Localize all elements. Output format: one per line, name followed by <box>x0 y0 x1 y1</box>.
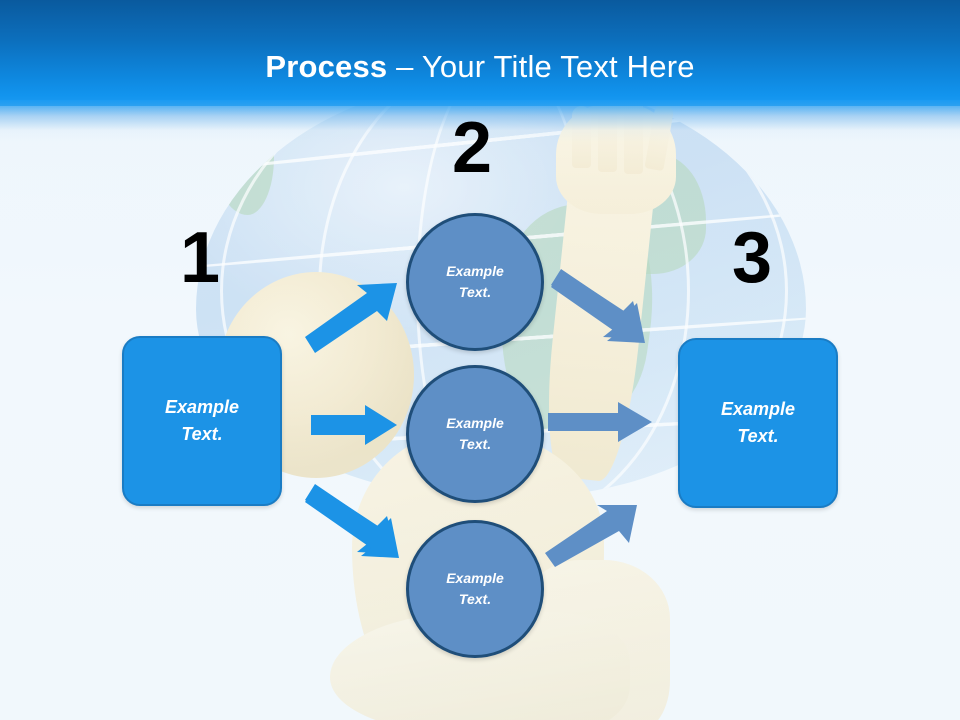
process-circle-middle[interactable]: Example Text. <box>406 365 544 503</box>
title-bar-fade <box>0 100 960 142</box>
arrow-bottom-to-right <box>545 505 641 567</box>
page-title: Process – Your Title Text Here <box>0 48 960 86</box>
step-number-1: 1 <box>179 218 221 298</box>
step-number-3: 3 <box>731 218 773 298</box>
title-bar <box>0 0 960 106</box>
page-title-strong: Process <box>265 49 388 84</box>
arrow-left-to-bottom <box>305 484 401 570</box>
page-title-rest: – Your Title Text Here <box>387 49 695 84</box>
process-box-right[interactable]: Example Text. <box>678 338 838 508</box>
arrow-top-to-right <box>551 269 647 355</box>
arrow-left-to-top <box>305 283 401 353</box>
globe-longitude-line <box>220 78 788 498</box>
process-circle-top[interactable]: Example Text. <box>406 213 544 351</box>
process-box-left[interactable]: Example Text. <box>122 336 282 506</box>
process-circle-bottom[interactable]: Example Text. <box>406 520 544 658</box>
arrow-middle-to-right <box>548 402 652 442</box>
step-number-2: 2 <box>451 108 493 188</box>
arrow-left-to-middle <box>311 405 397 445</box>
